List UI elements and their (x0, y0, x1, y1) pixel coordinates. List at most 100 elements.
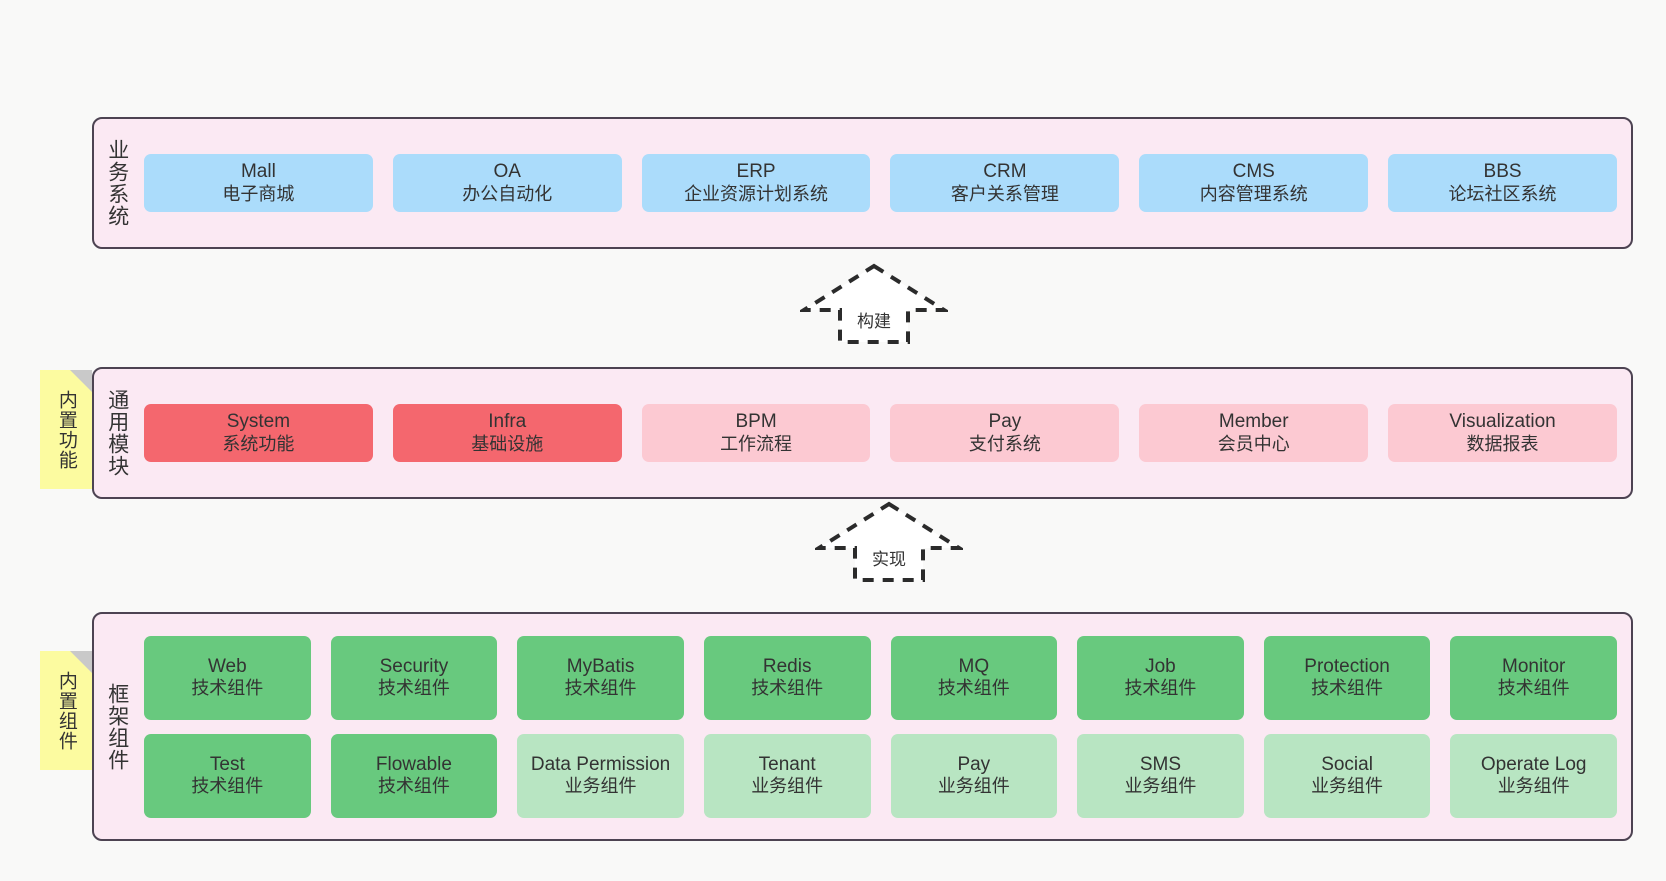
card-title: CRM (983, 161, 1027, 183)
card-subtitle: 电子商城 (222, 183, 295, 204)
card-redis[interactable]: Redis 技术组件 (703, 635, 871, 720)
card-title: Monitor (1502, 655, 1566, 677)
card-pay[interactable]: Pay 支付系统 (890, 404, 1120, 462)
card-title: OA (493, 161, 521, 183)
layer-framework-component[interactable]: 框架组件 Web 技术组件 Security 技术组件 MyBatis 技术组件… (92, 612, 1633, 841)
card-row: System 系统功能 Infra 基础设施 BPM 工作流程 Pay 支付系统… (144, 404, 1617, 462)
sticky-note-label: 内置组件 (55, 670, 77, 751)
connector-implement-label: 实现 (872, 550, 906, 569)
card-subtitle: 数据报表 (1466, 433, 1539, 454)
card-web[interactable]: Web 技术组件 (144, 635, 311, 720)
card-subtitle: 业务组件 (1311, 776, 1384, 797)
card-title: Data Permission (530, 753, 671, 775)
card-cms[interactable]: CMS 内容管理系统 (1139, 154, 1369, 212)
layer-common-module[interactable]: 通用模块 System 系统功能 Infra 基础设施 BPM 工作流程 Pay… (92, 367, 1633, 499)
card-row: Mall 电子商城 OA 办公自动化 ERP 企业资源计划系统 CRM 客户关系… (144, 154, 1617, 212)
layer-common-module-title: 通用模块 (105, 389, 129, 477)
card-subtitle: 技术组件 (377, 776, 450, 797)
card-bbs[interactable]: BBS 论坛社区系统 (1388, 154, 1617, 212)
card-title: Mall (240, 161, 276, 183)
sticky-note-label: 内置功能 (55, 389, 77, 470)
card-pay-business[interactable]: Pay 业务组件 (890, 733, 1058, 818)
card-subtitle: 业务组件 (1497, 776, 1570, 797)
layer-common-module-body: System 系统功能 Infra 基础设施 BPM 工作流程 Pay 支付系统… (140, 369, 1631, 497)
card-title: Job (1145, 655, 1176, 677)
layer-business-system-title: 业务系统 (105, 139, 129, 227)
folded-corner-icon (70, 370, 92, 392)
layer-business-system[interactable]: 业务系统 Mall 电子商城 OA 办公自动化 ERP 企业资源计划系统 CRM… (92, 117, 1633, 249)
card-title: Pay (957, 753, 991, 775)
sticky-note-builtin-component: 内置组件 (40, 651, 92, 770)
card-sms[interactable]: SMS 业务组件 (1077, 733, 1244, 818)
card-subtitle: 技术组件 (751, 678, 824, 699)
card-subtitle: 技术组件 (191, 776, 264, 797)
layer-business-system-body: Mall 电子商城 OA 办公自动化 ERP 企业资源计划系统 CRM 客户关系… (140, 119, 1631, 247)
card-subtitle: 技术组件 (564, 678, 637, 699)
sticky-note-builtin-function: 内置功能 (40, 370, 92, 489)
card-subtitle: 技术组件 (1311, 678, 1384, 699)
card-row: Web 技术组件 Security 技术组件 MyBatis 技术组件 Redi… (144, 635, 1617, 720)
card-subtitle: 技术组件 (1497, 678, 1570, 699)
card-oa[interactable]: OA 办公自动化 (392, 154, 622, 212)
card-operate-log[interactable]: Operate Log 业务组件 (1450, 733, 1617, 818)
card-protection[interactable]: Protection 技术组件 (1263, 635, 1431, 720)
up-arrow-dashed-icon (815, 501, 963, 582)
card-subtitle: 支付系统 (968, 433, 1041, 454)
card-subtitle: 业务组件 (751, 776, 824, 797)
card-job[interactable]: Job 技术组件 (1077, 635, 1244, 720)
card-bpm[interactable]: BPM 工作流程 (641, 404, 871, 462)
connector-implement: 实现 (815, 500, 963, 584)
card-title: SMS (1139, 753, 1182, 775)
card-subtitle: 技术组件 (937, 678, 1010, 699)
card-data-permission[interactable]: Data Permission 业务组件 (517, 733, 684, 818)
card-subtitle: 技术组件 (1124, 678, 1197, 699)
card-subtitle: 业务组件 (564, 776, 637, 797)
card-title: BBS (1483, 161, 1522, 183)
card-title: Flowable (375, 753, 452, 775)
card-tenant[interactable]: Tenant 业务组件 (703, 733, 871, 818)
card-title: Social (1321, 753, 1373, 775)
card-mq[interactable]: MQ 技术组件 (890, 635, 1058, 720)
card-subtitle: 工作流程 (720, 433, 793, 454)
card-title: Pay (988, 411, 1022, 433)
layer-framework-component-body: Web 技术组件 Security 技术组件 MyBatis 技术组件 Redi… (140, 614, 1631, 839)
card-title: Member (1218, 411, 1289, 433)
card-security[interactable]: Security 技术组件 (330, 635, 498, 720)
card-social[interactable]: Social 业务组件 (1263, 733, 1431, 818)
card-subtitle: 业务组件 (937, 776, 1010, 797)
card-title: BPM (735, 411, 777, 433)
card-test[interactable]: Test 技术组件 (144, 733, 311, 818)
card-title: Redis (762, 655, 812, 677)
card-subtitle: 企业资源计划系统 (684, 183, 829, 204)
card-mybatis[interactable]: MyBatis 技术组件 (517, 635, 684, 720)
card-subtitle: 内容管理系统 (1199, 183, 1308, 204)
card-crm[interactable]: CRM 客户关系管理 (890, 154, 1120, 212)
up-arrow-dashed-icon (800, 263, 948, 344)
card-title: Visualization (1449, 411, 1556, 433)
card-title: Infra (488, 411, 527, 433)
card-monitor[interactable]: Monitor 技术组件 (1450, 635, 1617, 720)
card-title: Security (379, 655, 449, 677)
card-subtitle: 客户关系管理 (950, 183, 1059, 204)
card-title: Web (207, 655, 247, 677)
folded-corner-icon (70, 651, 92, 673)
card-system[interactable]: System 系统功能 (144, 404, 373, 462)
card-row: Test 技术组件 Flowable 技术组件 Data Permission … (144, 733, 1617, 818)
card-visualization[interactable]: Visualization 数据报表 (1388, 404, 1617, 462)
card-subtitle: 基础设施 (471, 433, 544, 454)
card-title: ERP (736, 161, 776, 183)
card-member[interactable]: Member 会员中心 (1139, 404, 1369, 462)
card-infra[interactable]: Infra 基础设施 (392, 404, 622, 462)
card-subtitle: 系统功能 (222, 433, 295, 454)
card-subtitle: 技术组件 (377, 678, 450, 699)
card-erp[interactable]: ERP 企业资源计划系统 (641, 154, 871, 212)
card-title: Tenant (758, 753, 816, 775)
card-subtitle: 论坛社区系统 (1448, 183, 1557, 204)
card-title: Protection (1304, 655, 1390, 677)
card-mall[interactable]: Mall 电子商城 (144, 154, 373, 212)
card-subtitle: 办公自动化 (462, 183, 553, 204)
card-flowable[interactable]: Flowable 技术组件 (330, 733, 498, 818)
card-title: MQ (958, 655, 990, 677)
card-title: CMS (1232, 161, 1275, 183)
